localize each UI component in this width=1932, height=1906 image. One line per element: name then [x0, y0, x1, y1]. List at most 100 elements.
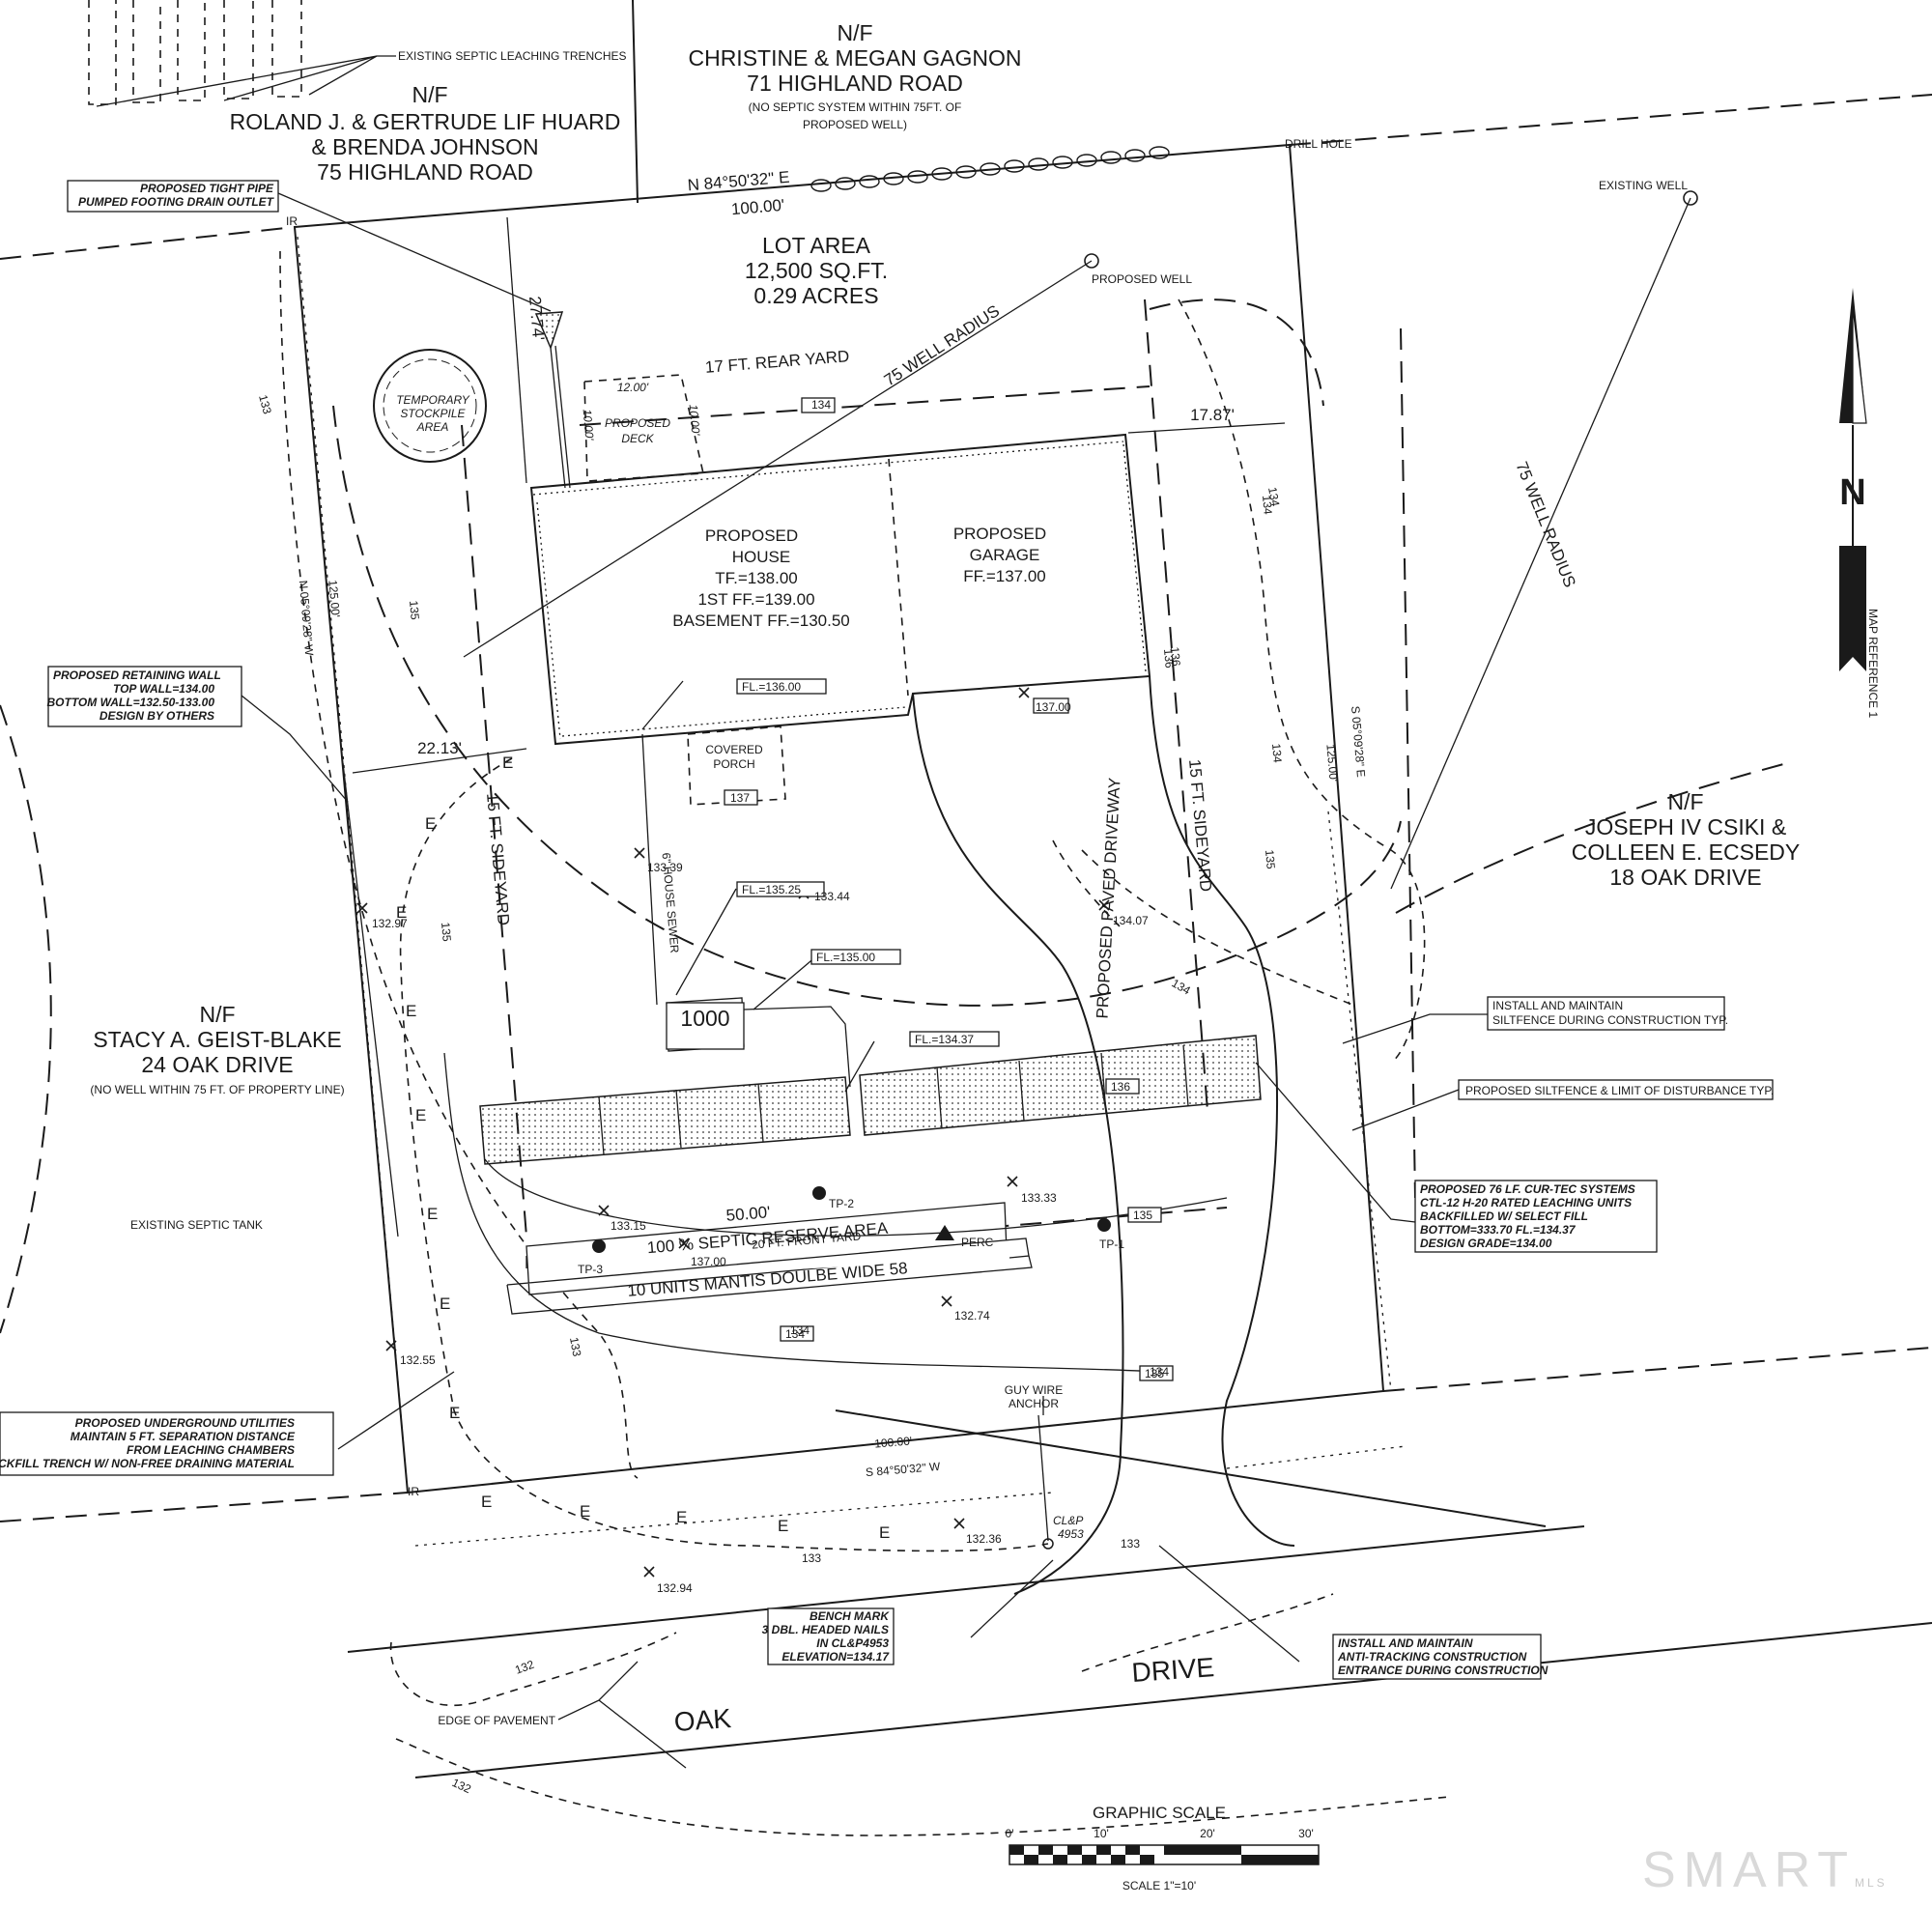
- stockpile-label-3: AREA: [416, 420, 449, 434]
- temporary-stockpile: [373, 349, 487, 463]
- pole-label-1: CL&P: [1053, 1514, 1083, 1527]
- east-owner-2: COLLEEN E. ECSEDY: [1572, 839, 1800, 865]
- left-sideyard-label: 15 FT. SIDEYARD: [483, 792, 513, 926]
- contour-label-17: 132: [450, 1776, 473, 1796]
- north-nf: N/F: [837, 20, 872, 45]
- guy-wire-callout-1: GUY WIRE: [1005, 1383, 1063, 1397]
- electric-e-10: E: [580, 1502, 590, 1521]
- deck-label-1: PROPOSED: [605, 416, 670, 430]
- dimension-labels: 27.74' 17.87' 22.13' 50.00': [417, 296, 1235, 1225]
- property-lines: [0, 0, 1932, 1527]
- bench-mark-callout-3: IN CL&P4953: [816, 1636, 889, 1650]
- siltfence-callout-1: INSTALL AND MAINTAIN: [1492, 999, 1623, 1012]
- northwest-nf: N/F: [412, 82, 447, 107]
- edge-of-pavement-callout: EDGE OF PAVEMENT: [438, 1714, 555, 1727]
- east-owner-1: JOSEPH IV CSIKI &: [1585, 814, 1786, 839]
- west-nf: N/F: [199, 1002, 235, 1027]
- tp-2-icon: [812, 1186, 826, 1200]
- north-arrow-labels: N MAP REFERENCE 1: [1839, 472, 1880, 718]
- deck-label-2: DECK: [621, 432, 654, 445]
- contour-label-13: 133: [567, 1336, 583, 1357]
- structure-labels: PROPOSED HOUSE TF.=138.00 1ST FF.=139.00…: [581, 381, 1047, 771]
- contour-label-19: 134: [1269, 743, 1285, 763]
- contour-label-18: 134: [1260, 495, 1275, 515]
- curtec-callout-2: CTL-12 H-20 RATED LEACHING UNITS: [1420, 1196, 1632, 1209]
- spot-elevation-9: 132.74: [954, 1309, 990, 1323]
- stockpile-label-2: STOCKPILE: [400, 407, 466, 420]
- anti-tracking-callout-1: INSTALL AND MAINTAIN: [1338, 1636, 1473, 1650]
- spot-elevation-1: 133.39: [647, 861, 683, 874]
- road-name-oak: OAK: [673, 1703, 732, 1737]
- callout-boxes: [0, 180, 1774, 1680]
- lot-area-labels: LOT AREA 12,500 SQ.FT. 0.29 ACRES: [745, 233, 888, 308]
- electric-e-13: E: [879, 1523, 890, 1542]
- existing-well-icon: [1683, 190, 1698, 206]
- rear-yard-label: 17 FT. REAR YARD: [704, 347, 850, 377]
- contour-label-7: 135: [1133, 1209, 1152, 1222]
- spot-elevation-3: 132.97: [372, 917, 408, 930]
- contour-label-10: 136: [1111, 1080, 1130, 1094]
- spot-elevation-11: 132.36: [966, 1532, 1002, 1546]
- septic-tank-callout: EXISTING SEPTIC TANK: [130, 1218, 263, 1232]
- scale-tick-0: 0': [1006, 1827, 1014, 1840]
- deck-height-2: 10.00': [687, 404, 703, 437]
- bearing-labels: N 84°50'32" E 100.00' 100.00' S 84°50'32…: [297, 168, 1368, 1479]
- contour-label-6: 135: [1145, 1367, 1164, 1380]
- contour-label-15: 133: [1121, 1537, 1140, 1550]
- lot-area-title: LOT AREA: [762, 233, 871, 258]
- graphic-scale-bar: [1009, 1844, 1320, 1865]
- electric-e-1: E: [502, 754, 513, 772]
- electric-e-11: E: [676, 1508, 687, 1526]
- anti-tracking-callout-2: ANTI-TRACKING CONSTRUCTION: [1337, 1650, 1527, 1664]
- house-label-2: HOUSE: [732, 548, 790, 566]
- porch-label-2: PORCH: [713, 757, 754, 771]
- spot-marks: [356, 687, 1110, 1578]
- flowline-label-1: FL.=136.00: [742, 680, 801, 694]
- house-label-1: PROPOSED: [705, 526, 798, 545]
- garage-label-3: FF.=137.00: [963, 567, 1046, 585]
- tight-pipe-callout-2: PUMPED FOOTING DRAIN OUTLET: [78, 195, 275, 209]
- spot-elevation-7: 133.33: [1021, 1191, 1057, 1205]
- dim-27-74: 27.74': [526, 296, 548, 341]
- contour-label-4: 134: [811, 398, 831, 412]
- road-labels: OAK DRIVE: [673, 1652, 1215, 1737]
- owner-labels: N/F CHRISTINE & MEGAN GAGNON 71 HIGHLAND…: [90, 20, 1800, 1096]
- electric-e-4: E: [406, 1002, 416, 1020]
- spot-elevation-4: 134.07: [1113, 914, 1149, 927]
- scale-tick-20: 20': [1200, 1827, 1215, 1840]
- guy-wire-callout-2: ANCHOR: [1009, 1397, 1059, 1410]
- siltfence-callout-2: SILTFENCE DURING CONSTRUCTION TYP.: [1492, 1013, 1728, 1027]
- scale-tick-10: 10': [1094, 1827, 1109, 1840]
- contour-label-20: 134: [1150, 1365, 1169, 1379]
- electric-e-8: E: [449, 1404, 460, 1422]
- driveway-label: PROPOSED PAVED DRIVEWAY: [1093, 778, 1123, 1019]
- curtec-callout-3: BACKFILLED W/ SELECT FILL: [1420, 1209, 1588, 1223]
- contour-label-12: 137: [730, 791, 750, 805]
- contour-label-14: 133: [802, 1551, 821, 1565]
- limit-disturbance-callout: PROPOSED SILTFENCE & LIMIT OF DISTURBANC…: [1465, 1084, 1774, 1097]
- retaining-wall-callout-1: PROPOSED RETAINING WALL: [53, 669, 221, 682]
- west-address: 24 OAK DRIVE: [141, 1052, 293, 1077]
- north-letter: N: [1839, 472, 1865, 513]
- curtec-callout-1: PROPOSED 76 LF. CUR-TEC SYSTEMS: [1420, 1182, 1635, 1196]
- north-distance: 100.00': [730, 196, 785, 218]
- road-name-drive: DRIVE: [1131, 1652, 1216, 1688]
- map-reference: MAP REFERENCE 1: [1866, 609, 1880, 718]
- watermark-sub: MLS: [1855, 1876, 1888, 1890]
- utilities-callout-3: FROM LEACHING CHAMBERS: [127, 1443, 295, 1457]
- scale-note: SCALE 1"=10': [1122, 1879, 1196, 1892]
- west-note: (NO WELL WITHIN 75 FT. OF PROPERTY LINE): [90, 1083, 344, 1096]
- septic-tank-label: 1000: [680, 1006, 729, 1031]
- porch-label-1: COVERED: [705, 743, 763, 756]
- retaining-wall-callout-2: TOP WALL=134.00: [113, 682, 214, 696]
- stockpile-label-1: TEMPORARY: [396, 393, 470, 407]
- northwest-owner-2: & BRENDA JOHNSON: [311, 134, 538, 159]
- spot-elevation-2: 133.44: [814, 890, 850, 903]
- well-symbols: [592, 190, 1698, 1253]
- callout-text: EXISTING SEPTIC LEACHING TRENCHES PROPOS…: [0, 49, 1774, 1727]
- footing-drain-outlet: [534, 311, 571, 489]
- utilities-callout-1: PROPOSED UNDERGROUND UTILITIES: [75, 1416, 295, 1430]
- scale-tick-30: 30': [1298, 1827, 1314, 1840]
- proposed-well-label: PROPOSED WELL: [1092, 272, 1192, 286]
